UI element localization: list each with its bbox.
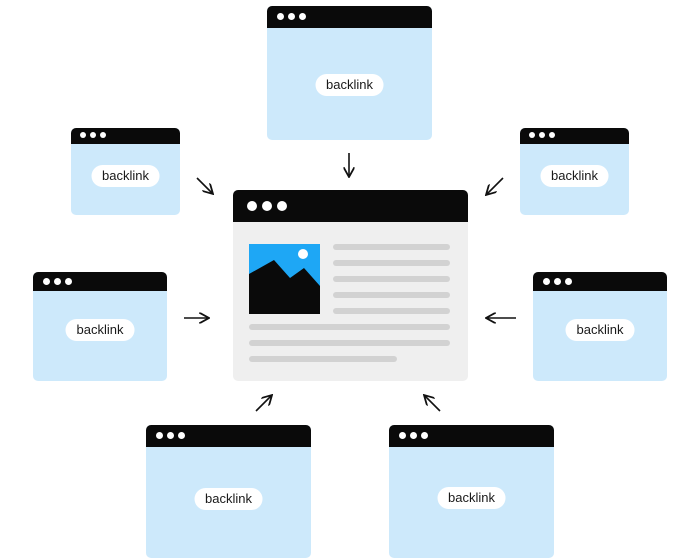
arrow-from-bottom-left xyxy=(255,395,272,412)
arrow-from-bottom-right xyxy=(424,395,441,412)
target-website-window xyxy=(233,190,468,381)
text-line xyxy=(333,308,450,314)
text-line xyxy=(249,324,450,330)
window-titlebar xyxy=(267,6,432,28)
backlink-window-bottom-right: backlink xyxy=(389,425,554,558)
backlink-label: backlink xyxy=(540,165,609,187)
backlink-window-upper-right: backlink xyxy=(520,128,629,215)
backlink-label: backlink xyxy=(65,319,135,341)
window-titlebar xyxy=(233,190,468,222)
backlink-window-middle-left: backlink xyxy=(33,272,167,381)
text-line xyxy=(333,292,450,298)
backlink-label: backlink xyxy=(91,165,160,187)
window-titlebar xyxy=(71,128,180,144)
backlink-window-middle-right: backlink xyxy=(533,272,667,381)
text-line xyxy=(333,244,450,250)
window-titlebar xyxy=(520,128,629,144)
backlink-label: backlink xyxy=(437,487,506,509)
backlink-window-top: backlink xyxy=(267,6,432,140)
text-line xyxy=(249,340,450,346)
text-line xyxy=(333,260,450,266)
backlink-window-upper-left: backlink xyxy=(71,128,180,215)
backlink-label: backlink xyxy=(194,488,263,510)
arrow-from-upper-left xyxy=(196,177,213,194)
window-titlebar xyxy=(389,425,554,447)
window-titlebar xyxy=(33,272,167,291)
window-titlebar xyxy=(533,272,667,291)
backlink-window-bottom-left: backlink xyxy=(146,425,311,558)
backlink-label: backlink xyxy=(565,319,635,341)
window-titlebar xyxy=(146,425,311,447)
text-line xyxy=(333,276,450,282)
backlink-label: backlink xyxy=(315,74,384,96)
landscape-image-icon xyxy=(249,244,320,314)
arrow-from-upper-right xyxy=(486,177,504,195)
text-line xyxy=(249,356,397,362)
